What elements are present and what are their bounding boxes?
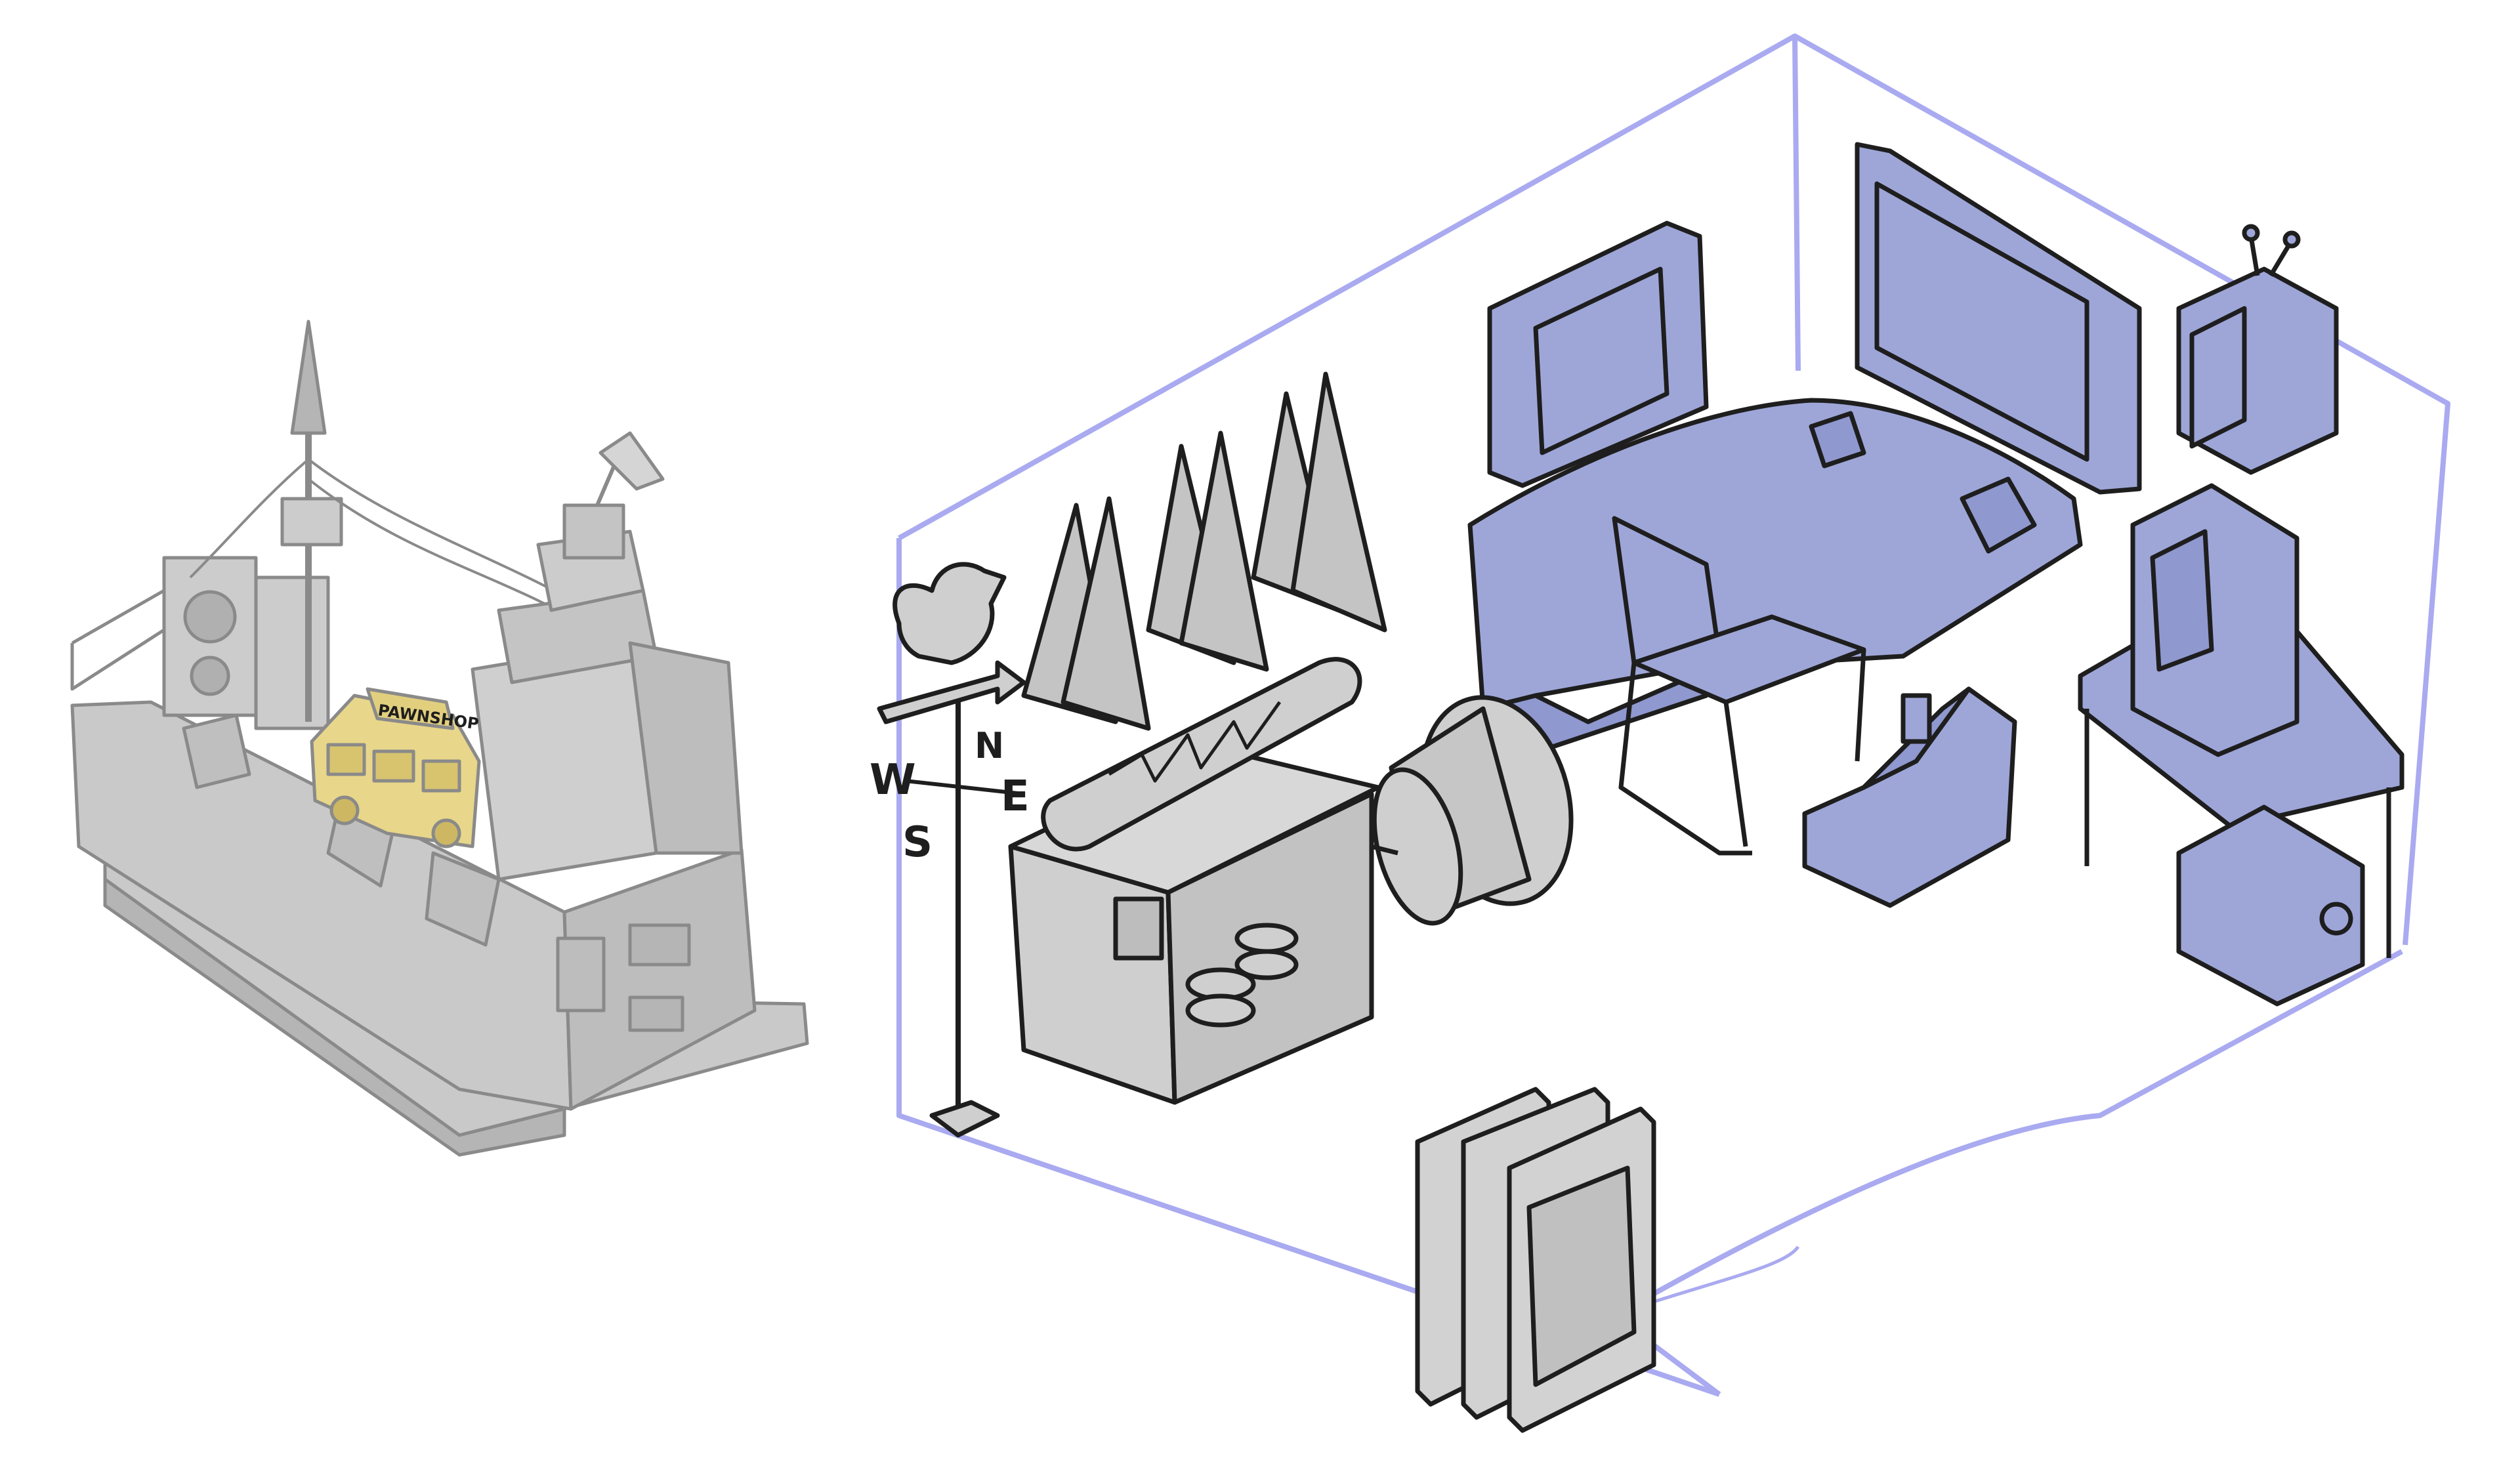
ship-vent [628, 995, 684, 1032]
dashboard-screen [1809, 411, 1866, 469]
ship-hull-side [562, 848, 757, 1111]
chimney [562, 503, 625, 560]
bench-back [1467, 398, 2083, 711]
rug-roll [1041, 657, 1362, 852]
stacked-disc [1234, 923, 1299, 954]
dashboard-keypad [1960, 476, 2037, 554]
van-wheel [431, 818, 461, 848]
tv-screen [2189, 306, 2247, 449]
pawnshop-van: PAWNSHOP [310, 687, 481, 848]
crows-nest [280, 497, 343, 547]
room-corner-vertical [1792, 35, 1801, 371]
rug-zigzag [1108, 701, 1282, 783]
tv-antenna-tip [2242, 224, 2260, 242]
van-window [421, 759, 461, 793]
computer-tower [2176, 804, 2365, 1007]
ship-door [556, 936, 606, 1012]
rooster-icon [892, 562, 1007, 665]
furniture-set [1467, 142, 2404, 1007]
tower-lower [471, 641, 658, 881]
rigging-wire [307, 458, 579, 605]
ship-window [628, 923, 691, 967]
weathervane-arrow [877, 660, 1026, 724]
chair-leg [1618, 662, 1752, 856]
tv-antenna [2248, 236, 2260, 276]
compass-cross [905, 779, 1024, 796]
hull-panel [182, 713, 251, 789]
monitor-screen [1874, 181, 2090, 462]
lantern [1290, 371, 1387, 633]
van-window [326, 743, 366, 776]
wall-monitor-left [1487, 220, 1709, 488]
weathervane-icon: W N E S [870, 562, 1030, 1138]
compass-east: E [1001, 772, 1030, 821]
rolled-rug-icon [1041, 657, 1362, 852]
chair-leg [1855, 649, 1866, 762]
ship-railing [70, 589, 166, 691]
lantern-icon [1021, 371, 1387, 731]
tv-antenna-tip [2282, 230, 2301, 249]
stacked-disc [1185, 993, 1256, 1028]
van-roof-sign [366, 687, 455, 730]
spool-axle [1371, 844, 1398, 856]
computer-tower-vent [2319, 902, 2353, 936]
props: W N E S [870, 371, 1656, 1433]
tv-icon [2176, 224, 2339, 475]
cabinet [1008, 745, 1381, 1105]
speaker-box [254, 575, 330, 730]
compass-west: W [870, 756, 916, 804]
tower-right-wall [628, 641, 744, 855]
computer-desk [2078, 483, 2404, 1007]
weathervane-base [929, 1100, 1000, 1138]
computer-screen [2150, 529, 2214, 672]
chair-icon [1612, 516, 1866, 856]
monitor-screen [1533, 266, 1670, 455]
antenna-net [598, 431, 665, 491]
compass-north: N [975, 725, 1004, 766]
cable-spool-icon [1371, 695, 1574, 926]
cabinet-panel [1113, 896, 1164, 961]
lantern [1060, 496, 1151, 731]
chair-leg [1723, 701, 1748, 847]
ship-deck-base-side [103, 877, 566, 1157]
bench-seat [1467, 398, 2083, 751]
room-top-edge [898, 33, 2450, 946]
pedestal-lever [1900, 693, 1932, 744]
speaker-cone [190, 656, 230, 696]
van-window [372, 749, 415, 783]
stacked-disc [1234, 949, 1299, 980]
spool-front [1372, 767, 1463, 926]
speaker-cone [183, 590, 237, 644]
tv-antenna [2268, 241, 2293, 277]
room-floor-curve [1612, 949, 2403, 1397]
room-floor-inner [1620, 1245, 1800, 1314]
folding-chair-icon [1415, 1087, 1656, 1433]
van-wheel [329, 795, 360, 825]
compass-south: S [902, 818, 933, 867]
mast-spire [290, 320, 327, 435]
hull-panel [425, 851, 501, 947]
rigging-wire [189, 458, 310, 579]
lantern [1179, 430, 1269, 672]
control-pedestal [1802, 686, 2017, 908]
wall-monitor-center [1855, 142, 2142, 495]
folding-chair-seat [1526, 1165, 1637, 1387]
